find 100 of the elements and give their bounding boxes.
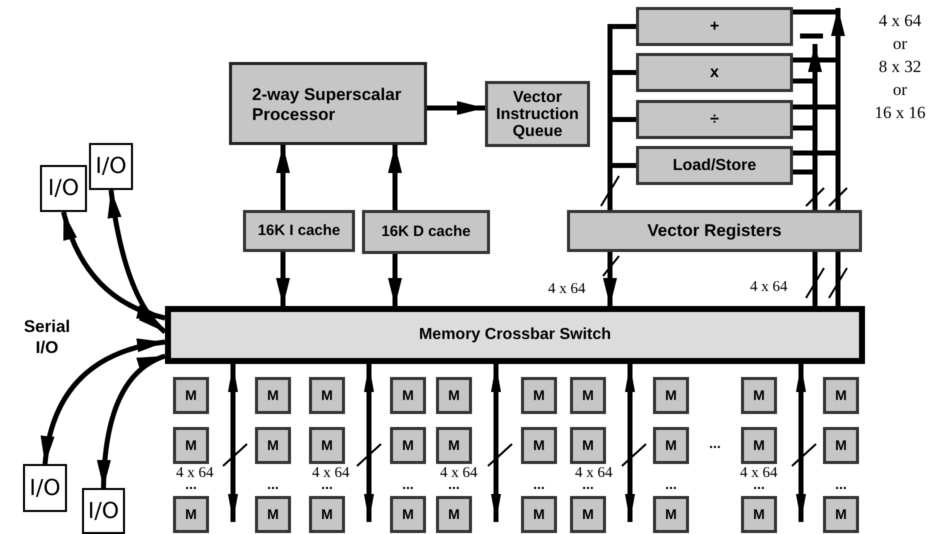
box-label: ÷	[710, 110, 719, 130]
box-label: M	[448, 505, 460, 524]
box-label: M	[448, 436, 460, 455]
arrow	[228, 364, 238, 522]
box-label: Vector Instruction Queue	[495, 88, 580, 140]
arrow	[364, 364, 374, 522]
box-label: M	[267, 436, 279, 455]
memory-bank-box	[390, 427, 426, 464]
ellipsis-mark: ...	[266, 478, 280, 490]
cache-box	[243, 210, 355, 252]
ellipsis-mark: ...	[834, 478, 848, 490]
box-label: M	[267, 386, 279, 405]
memory-bank-box	[823, 427, 859, 464]
box-label: Memory Crossbar Switch	[418, 325, 612, 345]
bus-width-label: or	[892, 33, 908, 55]
memory-bank-box	[741, 496, 777, 533]
arrow	[388, 145, 402, 210]
box-label: M	[448, 386, 460, 405]
memory-bank-box	[653, 377, 689, 414]
box-label: Load/Store	[672, 156, 756, 176]
bus-width-label: 8 x 32	[878, 56, 922, 78]
memory-bank-box	[521, 496, 557, 533]
memory-bank-box	[309, 377, 345, 414]
arrow	[427, 101, 485, 115]
arrow	[796, 364, 806, 522]
box-label: M	[321, 386, 333, 405]
box-label: M	[835, 505, 847, 524]
box-label: M	[185, 505, 197, 524]
arrow	[491, 364, 501, 522]
box-label: M	[665, 436, 677, 455]
box-label: M	[753, 436, 765, 455]
arrow	[98, 354, 166, 488]
box-label: M	[753, 505, 765, 524]
memory-bank-box	[521, 427, 557, 464]
memory-bank-box	[436, 427, 472, 464]
memory-bank-box	[309, 427, 345, 464]
memory-bank-box	[309, 496, 345, 533]
bus-line	[836, 252, 840, 306]
arrow	[276, 252, 290, 306]
cache-box	[362, 210, 490, 254]
memory-bank-box	[653, 496, 689, 533]
ellipsis-mark: ...	[708, 437, 722, 449]
box-label: M	[533, 505, 545, 524]
section-label: Serial I/O	[22, 316, 72, 358]
box-label: 16K D cache	[381, 222, 471, 242]
memory-bank-box	[521, 377, 557, 414]
memory-bank-box	[823, 377, 859, 414]
arrow	[108, 190, 167, 334]
register-file-box	[567, 210, 862, 252]
box-label: M	[402, 505, 414, 524]
box-label: x	[710, 62, 719, 82]
io-box	[40, 165, 87, 212]
arrow	[276, 145, 290, 210]
box-label: M	[267, 505, 279, 524]
memory-bank-box	[436, 496, 472, 533]
memory-bank-box	[390, 496, 426, 533]
box-label: I/O	[88, 498, 120, 526]
memory-bank-box	[570, 427, 606, 464]
crossbar-box	[165, 306, 865, 364]
box-label: M	[582, 386, 594, 405]
functional-unit-box	[636, 53, 793, 92]
memory-bank-box	[741, 427, 777, 464]
memory-bank-box	[173, 427, 209, 464]
functional-unit-box	[636, 7, 793, 46]
box-label: I/O	[29, 474, 61, 502]
memory-bank-box	[436, 377, 472, 414]
box-label: M	[185, 386, 197, 405]
box-label: M	[185, 436, 197, 455]
box-label: M	[321, 436, 333, 455]
memory-bank-box	[823, 496, 859, 533]
box-label: M	[835, 436, 847, 455]
ellipsis-mark: ...	[532, 478, 546, 490]
arrow	[388, 254, 402, 306]
bus-width-label: 4 x 64	[878, 10, 922, 32]
box-label: M	[582, 505, 594, 524]
bus-width-label: or	[892, 79, 908, 101]
queue-box	[485, 81, 590, 147]
box-label: M	[665, 505, 677, 524]
arrow	[61, 211, 166, 320]
arrow	[625, 364, 635, 522]
box-label: M	[582, 436, 594, 455]
functional-unit-box	[636, 100, 793, 139]
memory-bank-box	[255, 496, 291, 533]
memory-bank-box	[653, 427, 689, 464]
box-label: +	[710, 16, 720, 36]
ellipsis-mark: ...	[401, 478, 415, 490]
memory-bank-box	[173, 496, 209, 533]
bus-width-label: 16 x 16	[874, 102, 926, 124]
io-box	[89, 143, 133, 190]
memory-bank-box	[390, 377, 426, 414]
box-label: M	[533, 436, 545, 455]
box-label: 2-way Superscalar Processor	[252, 85, 402, 125]
box-label: M	[321, 505, 333, 524]
box-label: M	[835, 386, 847, 405]
box-label: 16K I cache	[258, 220, 340, 241]
box-label: Vector Registers	[647, 220, 782, 242]
bus-width-label: 4 x 64	[750, 278, 788, 296]
box-label: I/O	[95, 153, 127, 181]
memory-bank-box	[255, 377, 291, 414]
bus-line	[812, 252, 818, 306]
